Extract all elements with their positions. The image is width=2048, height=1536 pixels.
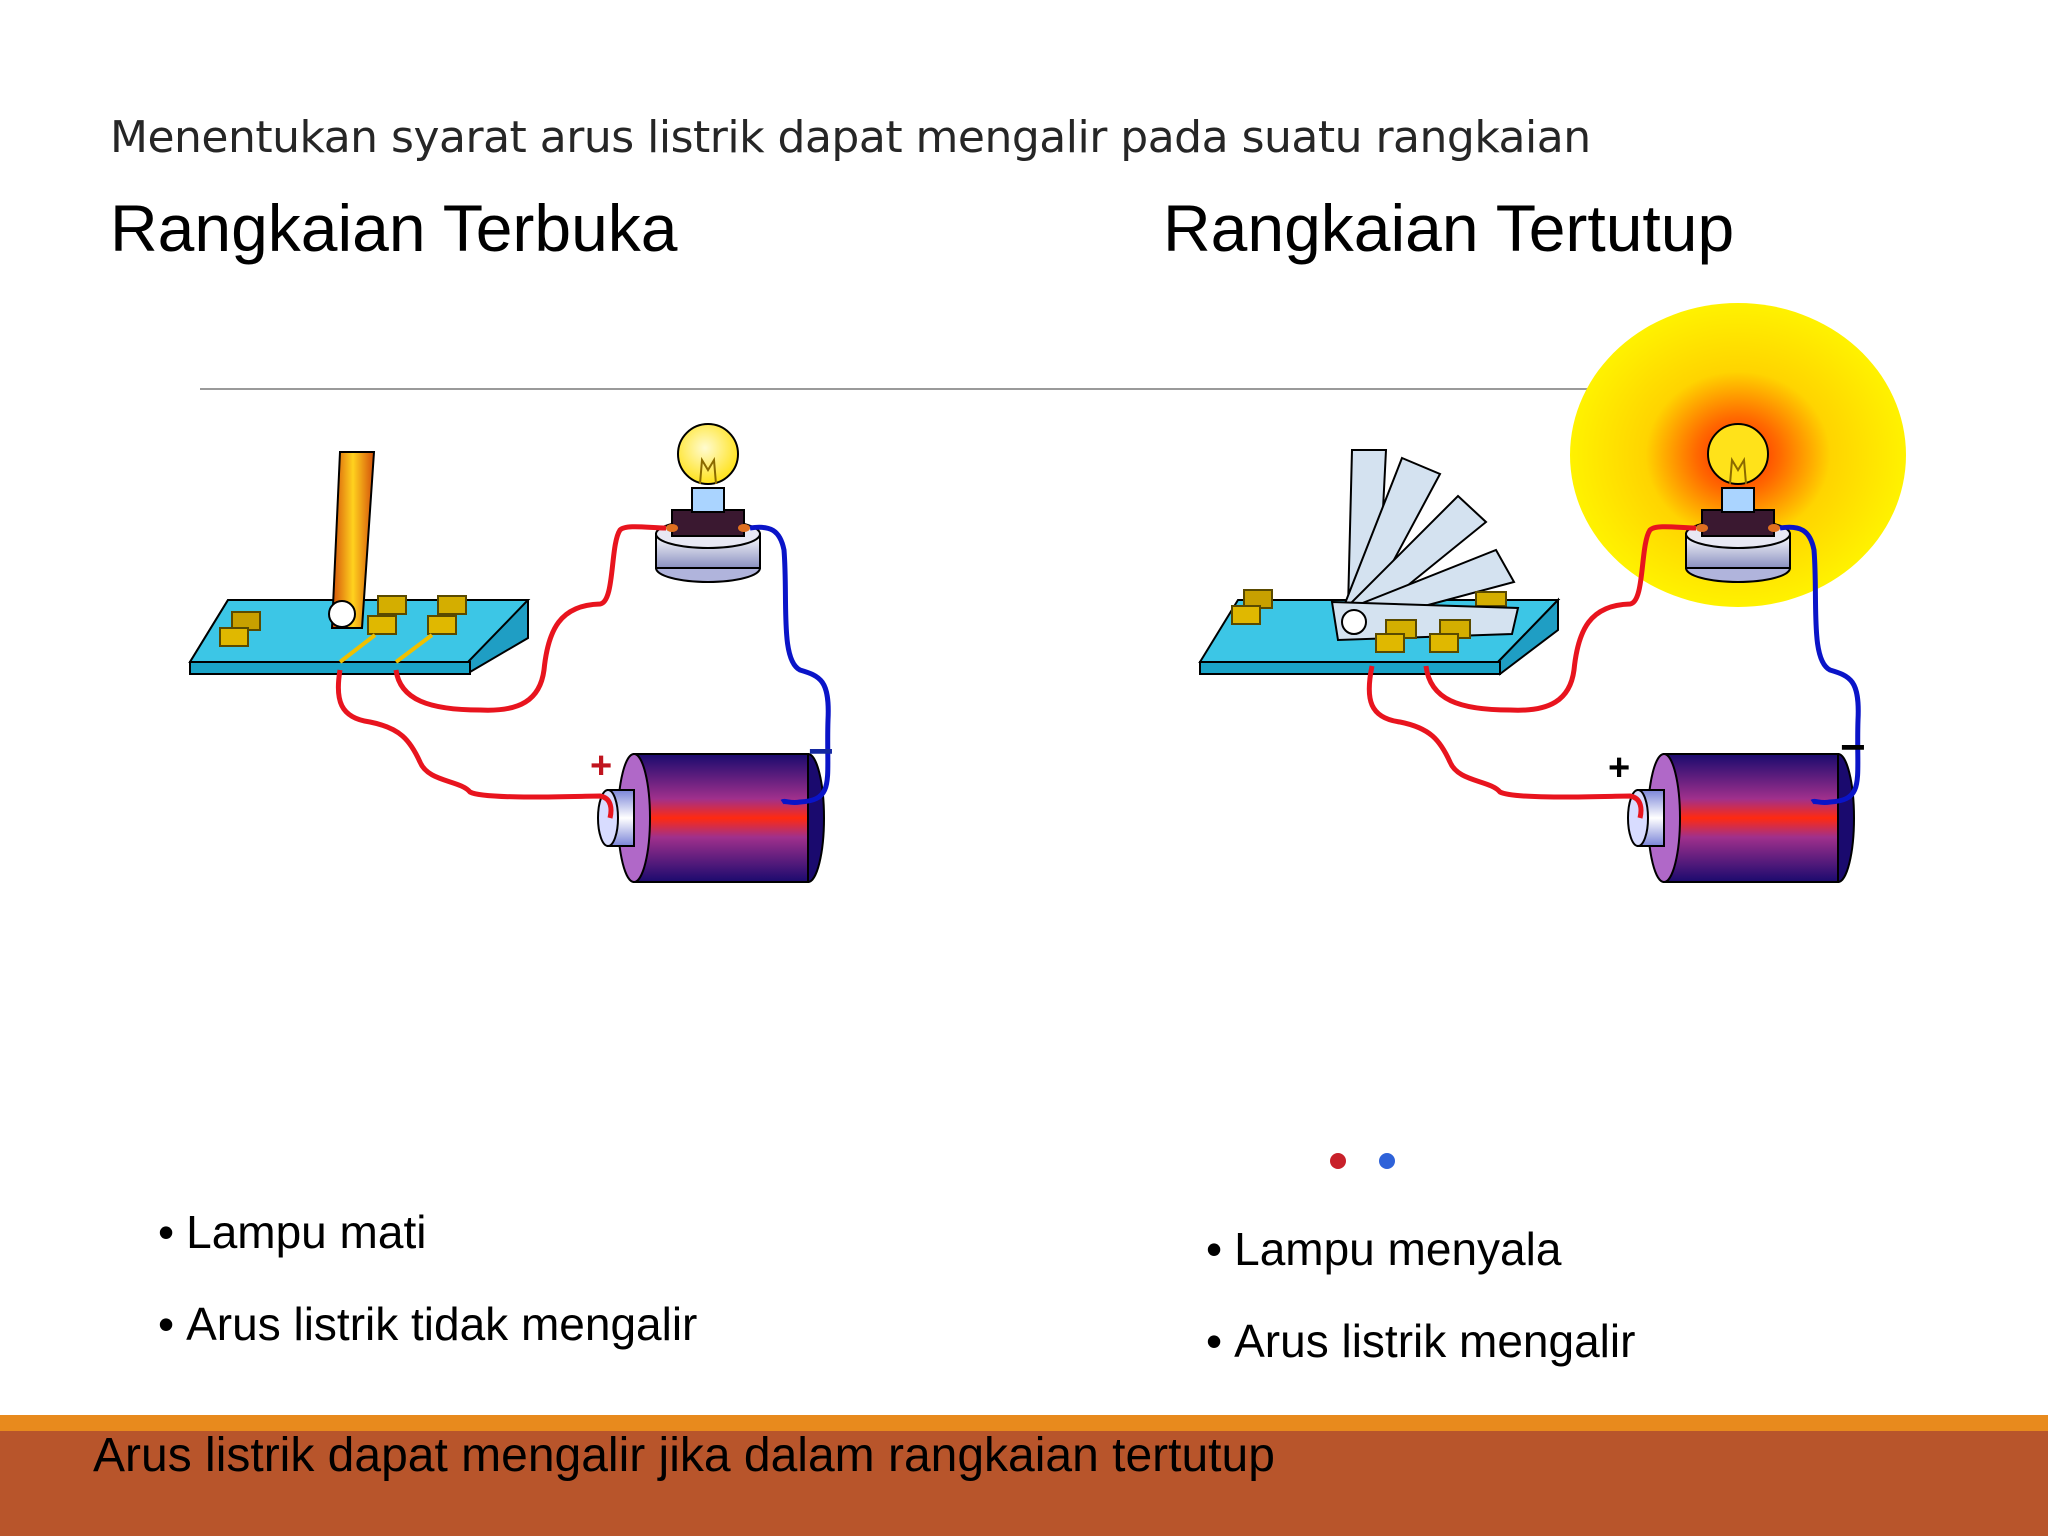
battery xyxy=(1627,753,1855,883)
light-bulb-on xyxy=(1685,423,1791,583)
red-dot-marker xyxy=(1330,1153,1346,1169)
bullet-text: Arus listrik tidak mengalir xyxy=(186,1298,698,1350)
heading-open-circuit: Rangkaian Terbuka xyxy=(110,191,678,265)
bullet-lamp-on: •Lampu menyala xyxy=(1206,1223,1562,1275)
battery-plus-label: + xyxy=(1608,747,1630,789)
bullet-text: Arus listrik mengalir xyxy=(1234,1315,1636,1367)
blue-dot-marker xyxy=(1379,1153,1395,1169)
light-bulb-off xyxy=(655,423,761,583)
footer-stripe xyxy=(0,1415,2048,1431)
open-circuit-illustration: + − xyxy=(188,423,834,883)
switch-terminals xyxy=(219,595,467,664)
bullet-text: Lampu menyala xyxy=(1234,1223,1562,1275)
circuit-wires xyxy=(335,524,831,819)
circuit-wires xyxy=(1366,524,1861,819)
closed-circuit-illustration: + − xyxy=(1198,303,1906,883)
switch-lever-closed xyxy=(1330,600,1520,653)
slide-subtitle: Menentukan syarat arus listrik dapat men… xyxy=(110,112,1591,163)
battery-minus-label: − xyxy=(808,727,834,776)
switch-lever-open xyxy=(328,451,376,629)
divider-line xyxy=(200,388,1600,390)
battery-minus-label: − xyxy=(1840,723,1866,772)
switch-terminals xyxy=(1231,589,1507,625)
battery xyxy=(597,753,825,883)
footer-band xyxy=(0,1431,2048,1536)
bullet-text: Lampu mati xyxy=(186,1206,427,1258)
heading-closed-circuit: Rangkaian Tertutup xyxy=(1163,191,1735,265)
bullet-lamp-off: •Lampu mati xyxy=(158,1206,427,1258)
bullet-current-flowing: •Arus listrik mengalir xyxy=(1206,1315,1636,1367)
battery-plus-label: + xyxy=(590,745,612,787)
footer-conclusion: Arus listrik dapat mengalir jika dalam r… xyxy=(93,1429,1275,1482)
bullet-current-not-flowing: •Arus listrik tidak mengalir xyxy=(158,1298,698,1350)
